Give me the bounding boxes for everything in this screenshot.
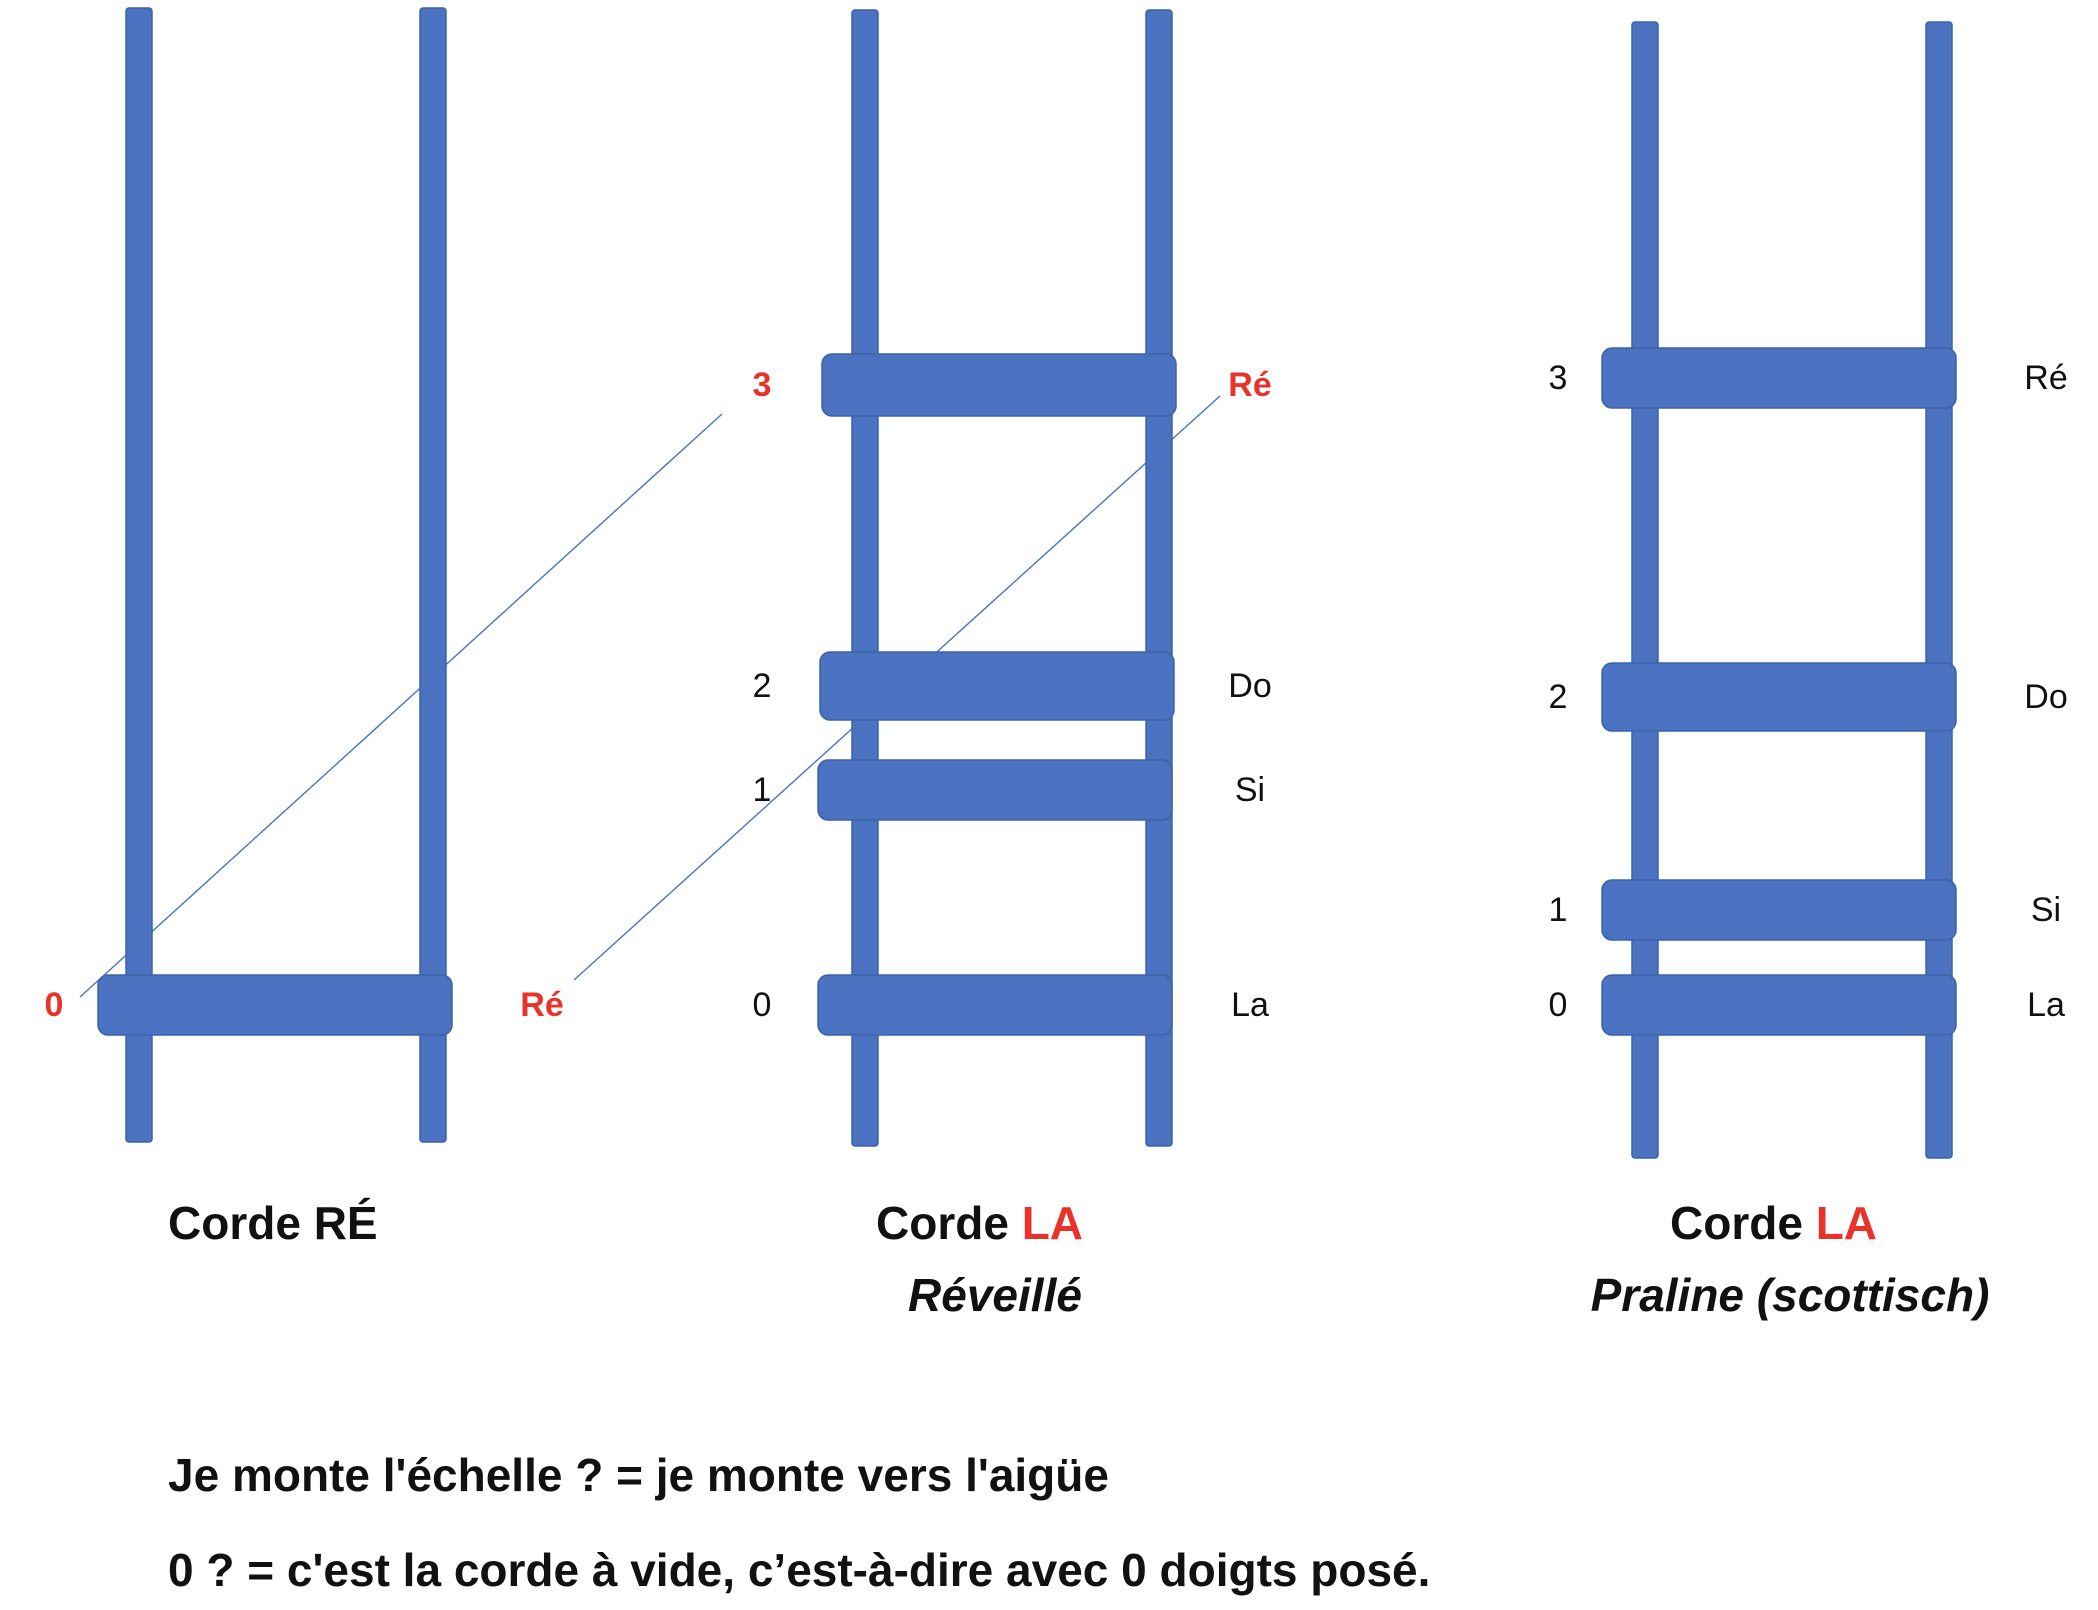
note-name-label: Si: [1234, 771, 1266, 809]
finger-number-label: 0: [44, 986, 64, 1024]
ladder-0-rail-0: [125, 7, 153, 1143]
finger-number-label: 1: [1548, 891, 1568, 929]
note-name-label: Do: [2024, 678, 2068, 716]
finger-number-label: 0: [1548, 986, 1568, 1024]
note-line-1: Je monte l'échelle ? = je monte vers l'a…: [168, 1449, 1109, 1501]
ladder-2-rung-2: [1601, 662, 1957, 732]
note-name-label: Ré: [520, 986, 564, 1024]
ladder-1-rung-2: [819, 651, 1175, 721]
ladder-1-rung-3: [821, 353, 1177, 417]
finger-number-label: 1: [752, 771, 772, 809]
ladder-1-rung-0: [817, 974, 1173, 1036]
note-name-label: La: [2027, 986, 2065, 1024]
ladder-subtitle-praline: Praline (scottisch): [1590, 1269, 1990, 1321]
ladder-0-rung-0: [97, 974, 453, 1036]
ladder-2-rung-0: [1601, 974, 1957, 1036]
connector-line-zero-to-three: [79, 413, 723, 998]
note-name-label: Si: [2030, 891, 2062, 929]
ladder-2-rung-1: [1601, 879, 1957, 941]
ladder-title-re: Corde RÉ: [168, 1197, 378, 1249]
note-name-label: Do: [1228, 667, 1272, 705]
ladder-2-rung-3: [1601, 347, 1957, 409]
note-name-label: Ré: [2024, 359, 2068, 397]
finger-number-label: 2: [752, 667, 772, 705]
finger-number-label: 2: [1548, 678, 1568, 716]
ladder-1-rail-1: [1145, 9, 1173, 1147]
ladder-2-rail-0: [1631, 21, 1659, 1159]
ladder-title-la-praline: Corde LA: [1670, 1197, 1878, 1249]
ladder-2-rail-1: [1925, 21, 1953, 1159]
ladder-0-rail-1: [419, 7, 447, 1143]
ladder-1-rung-1: [817, 759, 1173, 821]
finger-number-label: 3: [1548, 359, 1568, 397]
ladder-subtitle-reveille: Réveillé: [908, 1269, 1082, 1321]
finger-number-label: 3: [752, 366, 772, 404]
finger-number-label: 0: [752, 986, 772, 1024]
ladder-title-la-reveille: Corde LA: [876, 1197, 1084, 1249]
note-name-label: Ré: [1228, 366, 1272, 404]
ladder-1-rail-0: [851, 9, 879, 1147]
note-name-label: La: [1231, 986, 1269, 1024]
note-line-2: 0 ? = c'est la corde à vide, c’est-à-dir…: [168, 1544, 1431, 1596]
